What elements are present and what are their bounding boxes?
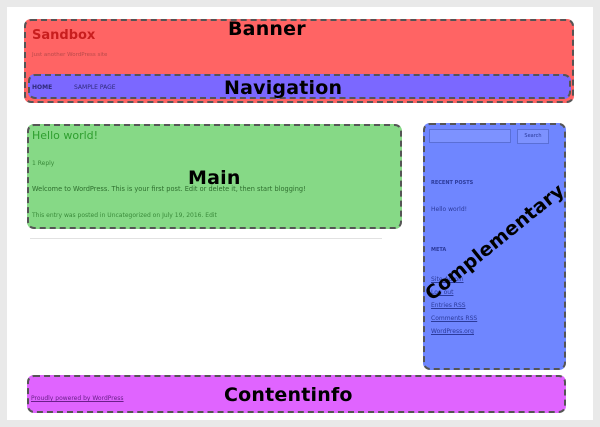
nav-item-sample-page[interactable]: SAMPLE PAGE [74,84,116,91]
post-reply-link[interactable]: 1 Reply [32,160,55,167]
meta-title: META [431,247,447,253]
main-region: Hello world! 1 Reply Welcome to WordPres… [27,124,402,229]
meta-link-entries-rss[interactable]: Entries RSS [431,302,466,309]
navigation-region: HOME SAMPLE PAGE [28,74,571,99]
nav-item-home[interactable]: HOME [32,84,53,91]
meta-link-comments-rss[interactable]: Comments RSS [431,315,478,322]
post-meta: This entry was posted in Uncategorized o… [32,212,217,219]
footer-credit-link[interactable]: Proudly powered by WordPress [31,395,124,402]
post-title-link[interactable]: Hello world! [32,129,99,142]
recent-posts-title: RECENT POSTS [431,180,474,186]
site-description: Just another WordPress site [32,52,108,58]
banner-landmark-label: Banner [228,18,306,40]
site-title-link[interactable]: Sandbox [32,28,96,43]
complementary-region: Search RECENT POSTS Hello world! META Si… [423,123,566,370]
meta-link-log-out[interactable]: Log out [431,289,454,296]
contentinfo-region: Proudly powered by WordPress [27,375,566,413]
post-body: Welcome to WordPress. This is your first… [32,185,306,193]
content-divider [30,238,382,239]
contentinfo-landmark-label: Contentinfo [224,384,353,406]
meta-link-wordpress-org[interactable]: WordPress.org [431,328,474,335]
main-landmark-label: Main [188,167,241,189]
search-button[interactable]: Search [517,129,549,144]
recent-post-link[interactable]: Hello world! [431,206,468,213]
navigation-landmark-label: Navigation [224,77,343,99]
meta-link-site-admin[interactable]: Site Admin [431,276,464,283]
search-input[interactable] [429,129,511,143]
